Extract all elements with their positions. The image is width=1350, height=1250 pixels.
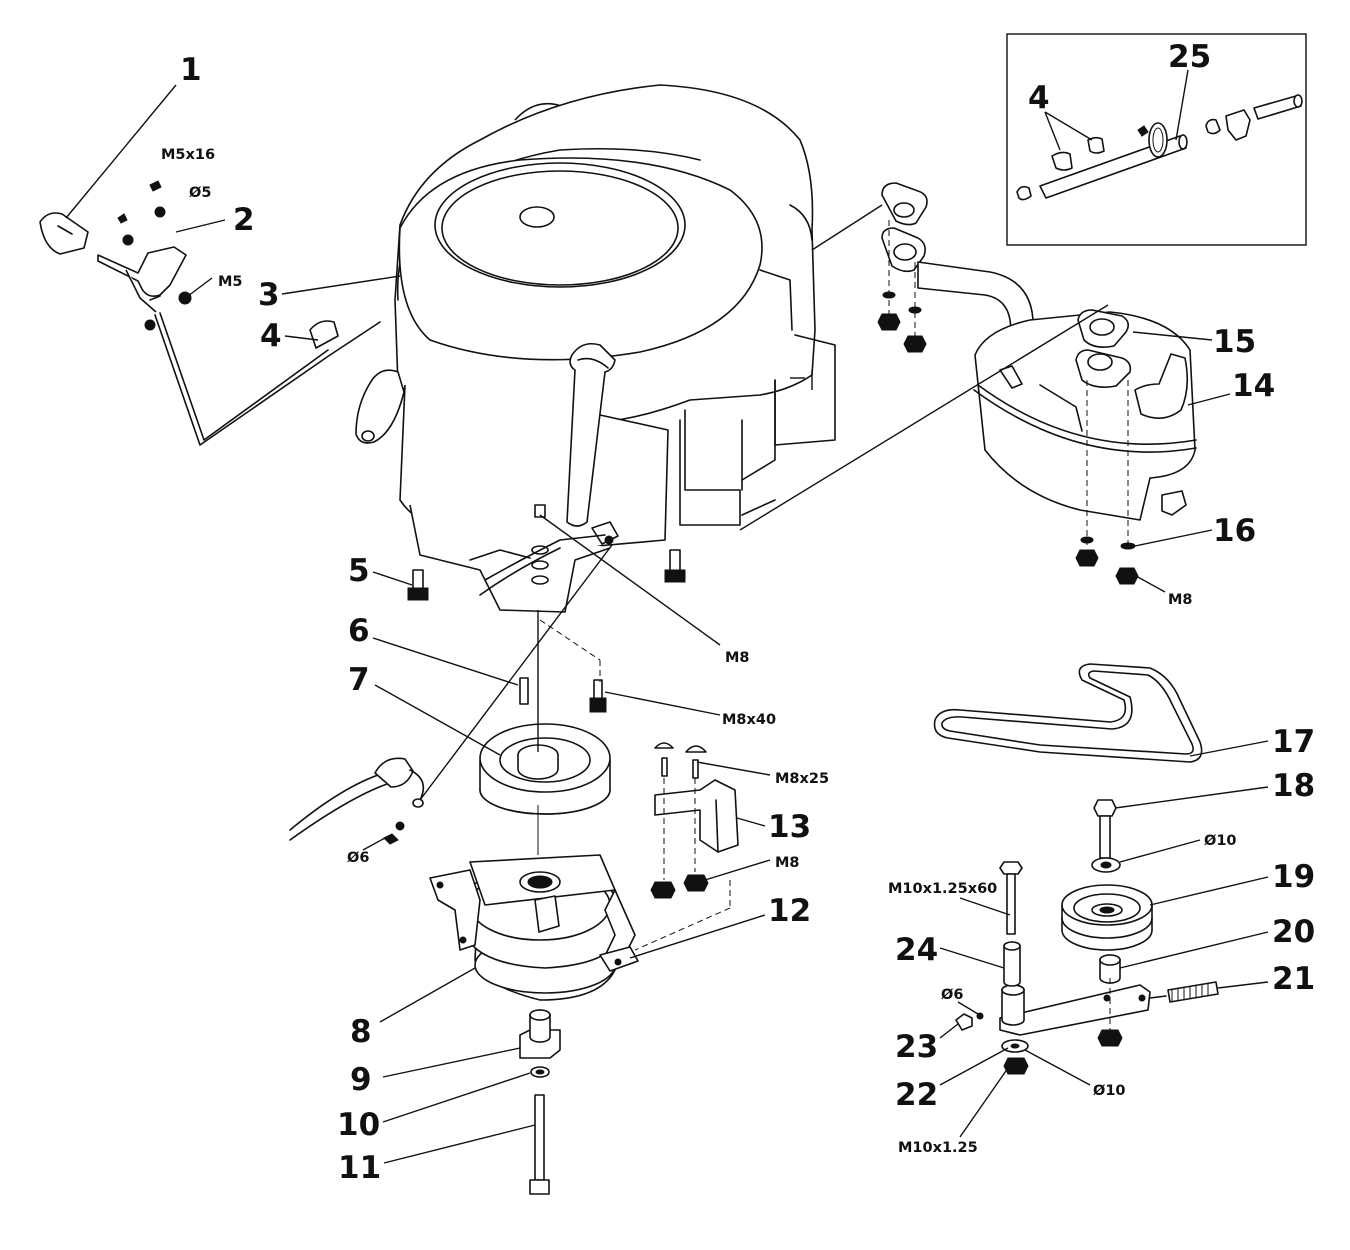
throttle-control <box>39 180 381 446</box>
spec-d6-idler: Ø6 <box>941 987 963 1003</box>
callout-6: 6 <box>348 613 370 649</box>
exhaust-assembly <box>739 182 1197 585</box>
callout-15: 15 <box>1213 324 1256 360</box>
spec-d6-wire: Ø6 <box>347 850 369 866</box>
pulley-clutch-stack <box>289 534 739 1195</box>
callout-7: 7 <box>348 662 370 698</box>
spec-m8-bracket: M8 <box>775 855 800 871</box>
callout-2: 2 <box>233 202 255 238</box>
callout-4: 4 <box>260 318 282 354</box>
callout-14: 14 <box>1232 368 1275 404</box>
spec-m10x1.25: M10x1.25 <box>898 1140 978 1156</box>
engine <box>355 84 836 613</box>
callout-13: 13 <box>768 809 811 845</box>
spec-d5: Ø5 <box>189 185 211 201</box>
callout-5: 5 <box>348 553 370 589</box>
inset-detail <box>1006 33 1307 246</box>
callout-21: 21 <box>1272 961 1315 997</box>
callout-11: 11 <box>338 1150 381 1186</box>
spec-m8-muffler: M8 <box>1168 592 1193 608</box>
callout-9: 9 <box>350 1062 372 1098</box>
hardware-specs: M5x16 Ø5 M5 M8 M8x40 M8x25 M8 M8 Ø6 Ø6 Ø… <box>161 147 1237 1156</box>
belt <box>933 663 1203 763</box>
callout-8: 8 <box>350 1014 372 1050</box>
callout-17: 17 <box>1272 724 1315 760</box>
callout-25: 25 <box>1168 39 1211 75</box>
callout-22: 22 <box>895 1077 938 1113</box>
callout-12: 12 <box>768 893 811 929</box>
callout-18: 18 <box>1272 768 1315 804</box>
spec-m8-engine: M8 <box>725 650 750 666</box>
callout-23: 23 <box>895 1029 938 1065</box>
spec-d10-upper: Ø10 <box>1204 833 1237 849</box>
idler-assembly <box>955 799 1219 1075</box>
spec-m8x40: M8x40 <box>722 712 776 728</box>
leader-lines <box>65 84 1269 1164</box>
callout-3: 3 <box>258 277 280 313</box>
callout-19: 19 <box>1272 859 1315 895</box>
spec-m5: M5 <box>218 274 243 290</box>
callout-10: 10 <box>337 1107 380 1143</box>
spec-m8x25: M8x25 <box>775 771 829 787</box>
spec-m10x1.25x60: M10x1.25x60 <box>888 881 997 897</box>
callout-1: 1 <box>180 52 202 88</box>
callout-24: 24 <box>895 932 938 968</box>
callout-16: 16 <box>1213 513 1256 549</box>
spec-m5x16: M5x16 <box>161 147 215 163</box>
callout-4-inset: 4 <box>1028 80 1050 116</box>
spec-d10-lower: Ø10 <box>1093 1083 1126 1099</box>
callout-20: 20 <box>1272 914 1315 950</box>
callout-numbers: 1 2 3 4 4 5 6 7 8 9 10 11 12 13 14 15 16… <box>180 39 1315 1186</box>
